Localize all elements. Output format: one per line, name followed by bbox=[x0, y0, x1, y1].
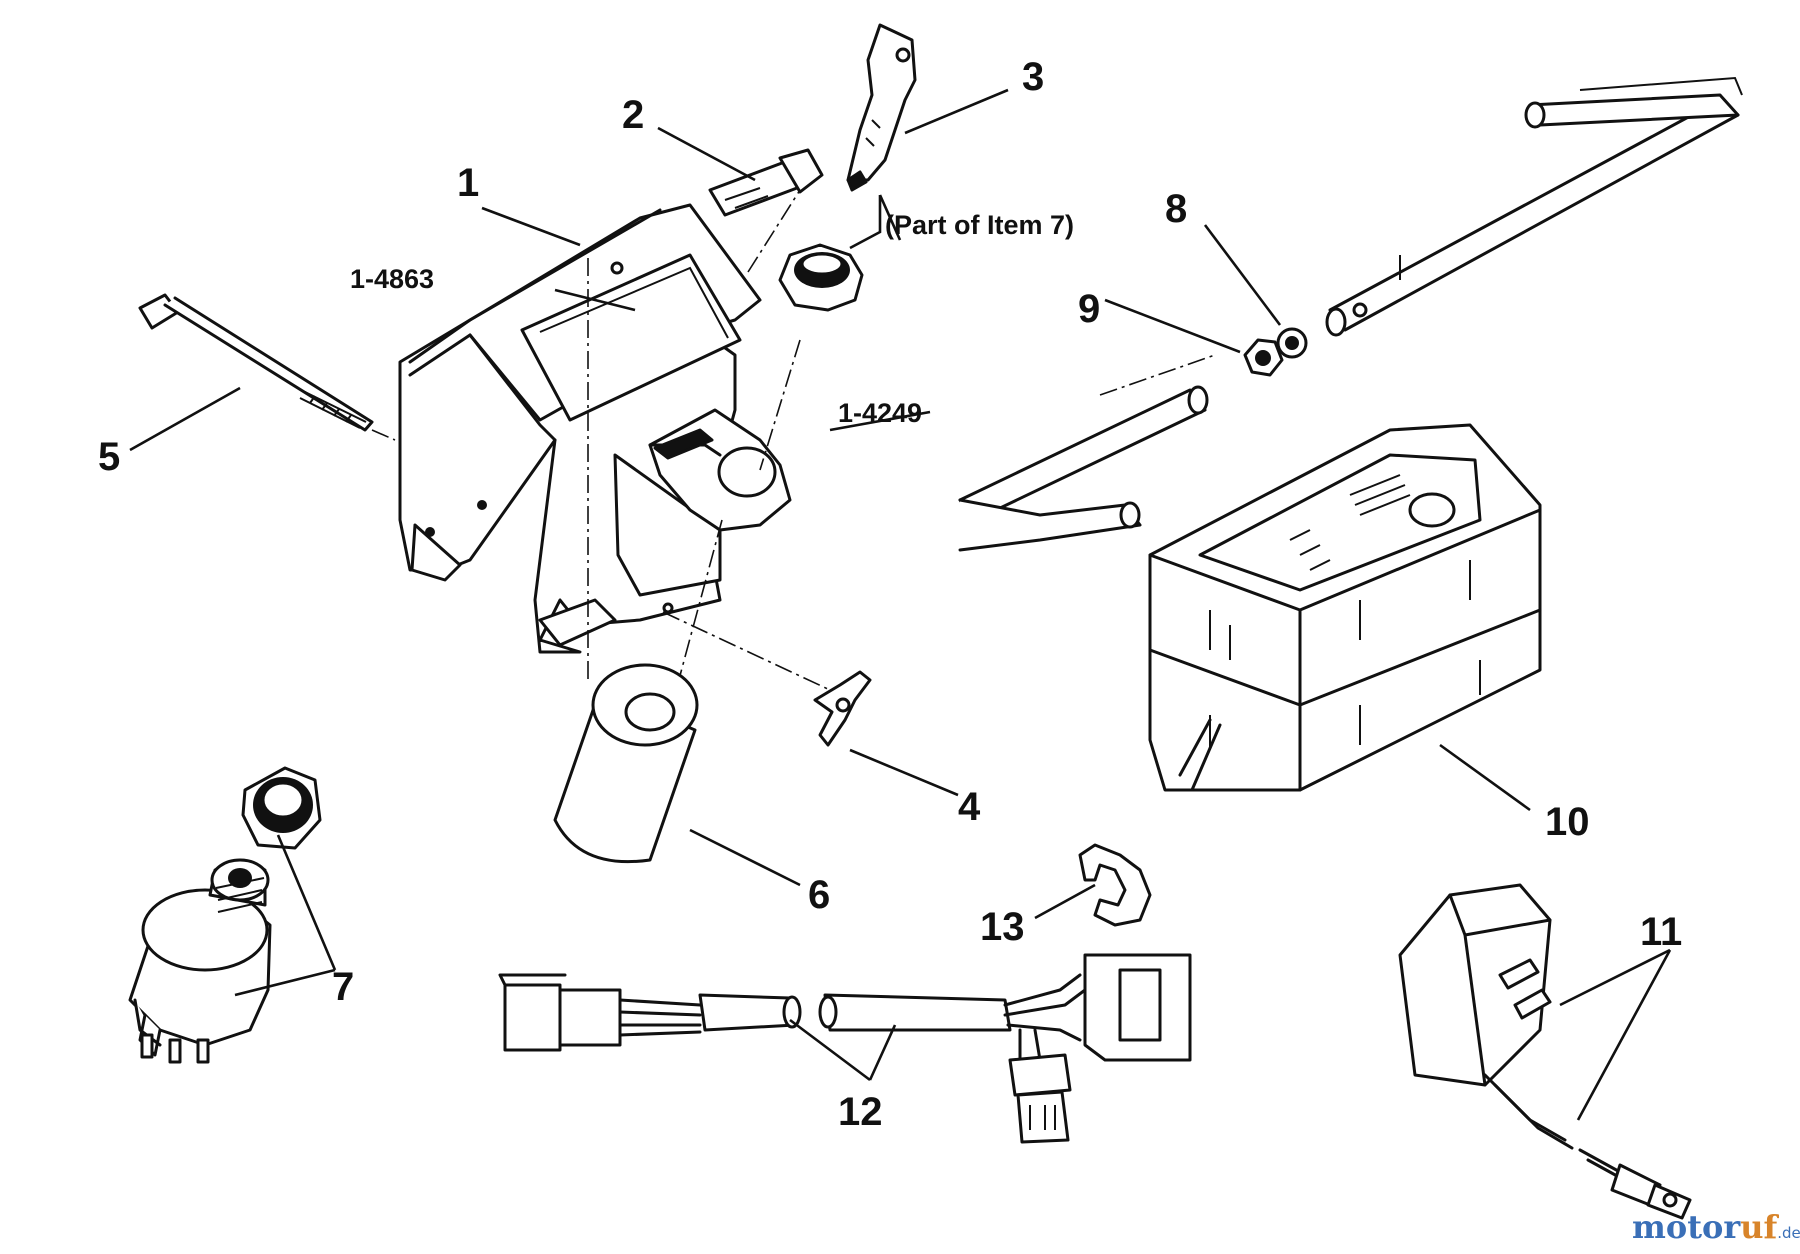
switch-nut bbox=[778, 243, 864, 312]
callout-1: 1 bbox=[457, 161, 479, 205]
mounting-rod bbox=[958, 76, 1743, 552]
callout-3: 3 bbox=[1022, 55, 1044, 99]
part-of-item-7-note: (Part of Item 7) bbox=[885, 210, 1074, 240]
callout-5: 5 bbox=[98, 435, 120, 479]
callout-12: 12 bbox=[838, 1090, 883, 1134]
wing-nut bbox=[813, 670, 872, 747]
callout-8: 8 bbox=[1165, 187, 1187, 231]
watermark-brand-b: uf bbox=[1740, 1208, 1779, 1246]
control-box bbox=[1148, 423, 1542, 792]
callout-2: 2 bbox=[622, 93, 644, 137]
callout-11: 11 bbox=[1640, 910, 1682, 954]
assembly-centerlines bbox=[371, 189, 1216, 721]
ignition-key bbox=[846, 23, 917, 192]
callout-labels: 1 2 3 4 5 6 7 8 9 10 11 12 13 1-4863 1-4… bbox=[98, 55, 1682, 1134]
callout-9: 9 bbox=[1078, 287, 1100, 331]
svg-text:motoruf.de: motoruf.de bbox=[1632, 1208, 1800, 1246]
watermark-suffix: .de bbox=[1777, 1224, 1800, 1242]
callout-4: 4 bbox=[958, 785, 981, 829]
part-number-1-4249: 1-4249 bbox=[838, 398, 922, 428]
mounting-bracket bbox=[398, 203, 792, 654]
callout-6: 6 bbox=[808, 873, 830, 917]
lock-washer bbox=[1276, 327, 1308, 359]
watermark: motoruf.de bbox=[1632, 1208, 1800, 1246]
long-bolt bbox=[138, 293, 374, 432]
leader-lines bbox=[129, 88, 1672, 1121]
spacer-tube bbox=[553, 663, 699, 864]
wiring-harness bbox=[498, 953, 1192, 1144]
watermark-brand-a: motor bbox=[1632, 1208, 1741, 1246]
battery-charger bbox=[1398, 883, 1692, 1220]
callout-7: 7 bbox=[332, 965, 354, 1009]
callout-10: 10 bbox=[1545, 800, 1590, 844]
hex-nut bbox=[1243, 338, 1284, 377]
ignition-switch bbox=[128, 858, 272, 1064]
switch-hex-nut bbox=[241, 766, 322, 850]
screw bbox=[708, 148, 824, 217]
callout-13: 13 bbox=[980, 905, 1025, 949]
wire-clamp bbox=[1078, 843, 1152, 927]
part-number-1-4863: 1-4863 bbox=[350, 264, 434, 294]
